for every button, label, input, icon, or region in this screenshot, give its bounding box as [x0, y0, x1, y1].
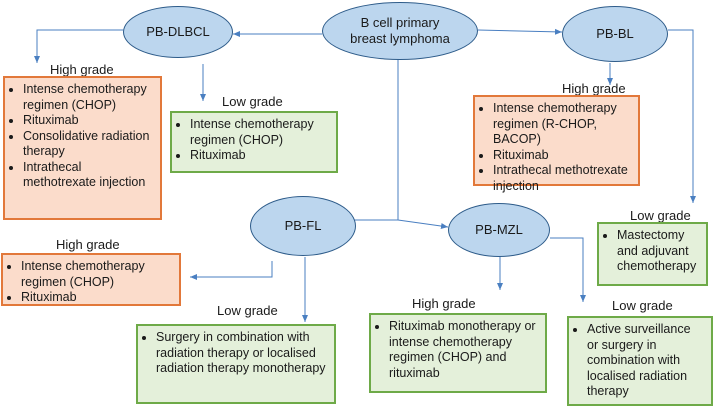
node-pb-mzl: PB-MZL — [448, 203, 550, 257]
list-item: Rituximab — [190, 148, 330, 164]
box-bl-low: Mastectomy and adjuvant chemotherapy — [597, 222, 708, 286]
box-dlbcl-low: Intense chemotherapy regimen (CHOP) Ritu… — [170, 111, 338, 173]
list-item: Intrathecal methotrexate injection — [493, 163, 632, 194]
list-item: Mastectomy and adjuvant chemotherapy — [617, 228, 700, 275]
list-item: Intrathecal methotrexate injection — [23, 160, 154, 191]
edge-root-bl — [477, 28, 563, 35]
node-pb-dlbcl: PB-DLBCL — [123, 6, 233, 58]
list-item: Consolidative radiation therapy — [23, 129, 154, 160]
edge-mzl-low — [550, 237, 586, 302]
label-mzl-high: High grade — [412, 296, 476, 311]
label-bl-low: Low grade — [630, 208, 691, 223]
list-item: Rituximab — [493, 148, 632, 164]
list-item: Surgery in combination with radiation th… — [156, 330, 328, 377]
list-item: Rituximab — [23, 113, 154, 129]
list-item: Rituximab monotherapy or intense chemoth… — [389, 319, 539, 381]
list-item: Intense chemotherapy regimen (CHOP) — [23, 82, 154, 113]
box-dlbcl-high: Intense chemotherapy regimen (CHOP) Ritu… — [3, 76, 162, 220]
edge-root-mzl — [397, 219, 449, 230]
box-bl-high: Intense chemotherapy regimen (R-CHOP, BA… — [473, 95, 640, 193]
box-fl-low: Surgery in combination with radiation th… — [136, 324, 336, 404]
node-root-line1: B cell primary — [360, 15, 440, 30]
node-pb-fl: PB-FL — [250, 196, 356, 256]
edge-fl-high — [190, 261, 273, 280]
box-fl-high: Intense chemotherapy regimen (CHOP) Ritu… — [1, 253, 181, 306]
label-dlbcl-low: Low grade — [222, 94, 283, 109]
label-fl-high: High grade — [56, 237, 120, 252]
list-item: Rituximab — [21, 290, 173, 306]
list-item: Active surveillance or surgery in combin… — [587, 322, 705, 400]
node-root: B cell primary breast lymphoma — [322, 2, 478, 60]
label-fl-low: Low grade — [217, 303, 278, 318]
list-item: Intense chemotherapy regimen (CHOP) — [190, 117, 330, 148]
label-dlbcl-high: High grade — [50, 62, 114, 77]
edge-bl-low — [668, 29, 696, 203]
box-mzl-high: Rituximab monotherapy or intense chemoth… — [369, 313, 547, 393]
list-item: Intense chemotherapy regimen (R-CHOP, BA… — [493, 101, 632, 148]
edge-dlbcl-high — [34, 29, 123, 63]
node-root-line2: breast lymphoma — [350, 31, 450, 46]
node-pb-bl: PB-BL — [562, 6, 668, 62]
label-bl-high: High grade — [562, 81, 626, 96]
list-item: Intense chemotherapy regimen (CHOP) — [21, 259, 173, 290]
box-mzl-low: Active surveillance or surgery in combin… — [567, 316, 713, 406]
label-mzl-low: Low grade — [612, 298, 673, 313]
